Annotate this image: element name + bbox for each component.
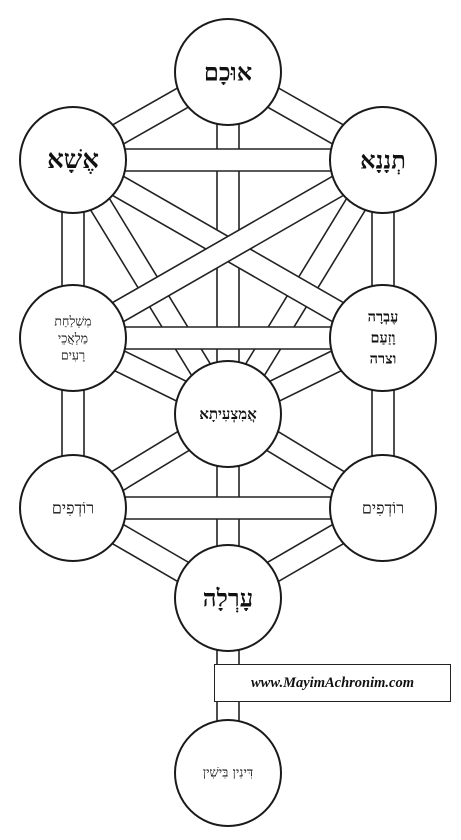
node-label-middle-left-line-2: מַלְאֲכֵי <box>58 331 88 346</box>
node-middle-right: עֶבְרָה וָזַעַם וצרה <box>329 284 437 392</box>
node-circle-lower-left <box>19 454 127 562</box>
node-upper-left: אֶשָׁא <box>19 106 127 214</box>
node-label-center: אֲמִצְעִיתָא <box>199 405 257 423</box>
node-upper-right: תְנָנָא <box>329 106 437 214</box>
node-circle-upper-left <box>19 106 127 214</box>
node-label-middle-left-line-3: רָעִים <box>61 348 85 363</box>
node-label-middle-right-line-2: וָזַעַם <box>370 330 395 347</box>
node-circle-upper-right <box>329 106 437 214</box>
node-label-upper-left: אֶשָׁא <box>47 145 99 175</box>
website-credit: www.MayimAchronim.com <box>250 674 414 691</box>
node-bottom: דִּינִין בִּישִׁין <box>174 719 282 827</box>
node-label-top: אוּכָם <box>204 58 252 87</box>
node-circle-middle-left <box>19 284 127 392</box>
node-label-middle-left-line-1: מִשְׁלַחַת <box>54 314 91 329</box>
node-label-bottom: דִּינִין בִּישִׁין <box>203 766 253 781</box>
node-label-middle-right-line-3: וצרה <box>370 351 397 368</box>
node-circle-lower-right <box>329 454 437 562</box>
nodes: אוּכָם אֶשָׁא תְנָנָא מִשְׁלַחַת מַלְאֲכֵי רָ… <box>19 18 437 827</box>
website-credit-box: www.MayimAchronim.com <box>214 664 451 702</box>
node-label-lower-left: רוֹדְפִים <box>52 499 94 518</box>
node-circle-top <box>174 18 282 126</box>
node-circle-lower-center <box>174 544 282 652</box>
node-top: אוּכָם <box>174 18 282 126</box>
node-label-lower-right: רוֹדְפִים <box>362 499 404 518</box>
node-label-lower-center: עָרְלָה <box>203 584 253 613</box>
node-center: אֲמִצְעִיתָא <box>174 360 282 468</box>
node-lower-left: רוֹדְפִים <box>19 454 127 562</box>
node-circle-center <box>174 360 282 468</box>
node-lower-right: רוֹדְפִים <box>329 454 437 562</box>
node-lower-center: עָרְלָה <box>174 544 282 652</box>
node-circle-bottom <box>174 719 282 827</box>
node-label-upper-right: תְנָנָא <box>360 146 406 175</box>
node-circle-middle-right <box>329 284 437 392</box>
node-middle-left: מִשְׁלַחַת מַלְאֲכֵי רָעִים <box>19 284 127 392</box>
node-label-middle-right-line-1: עֶבְרָה <box>368 309 399 326</box>
